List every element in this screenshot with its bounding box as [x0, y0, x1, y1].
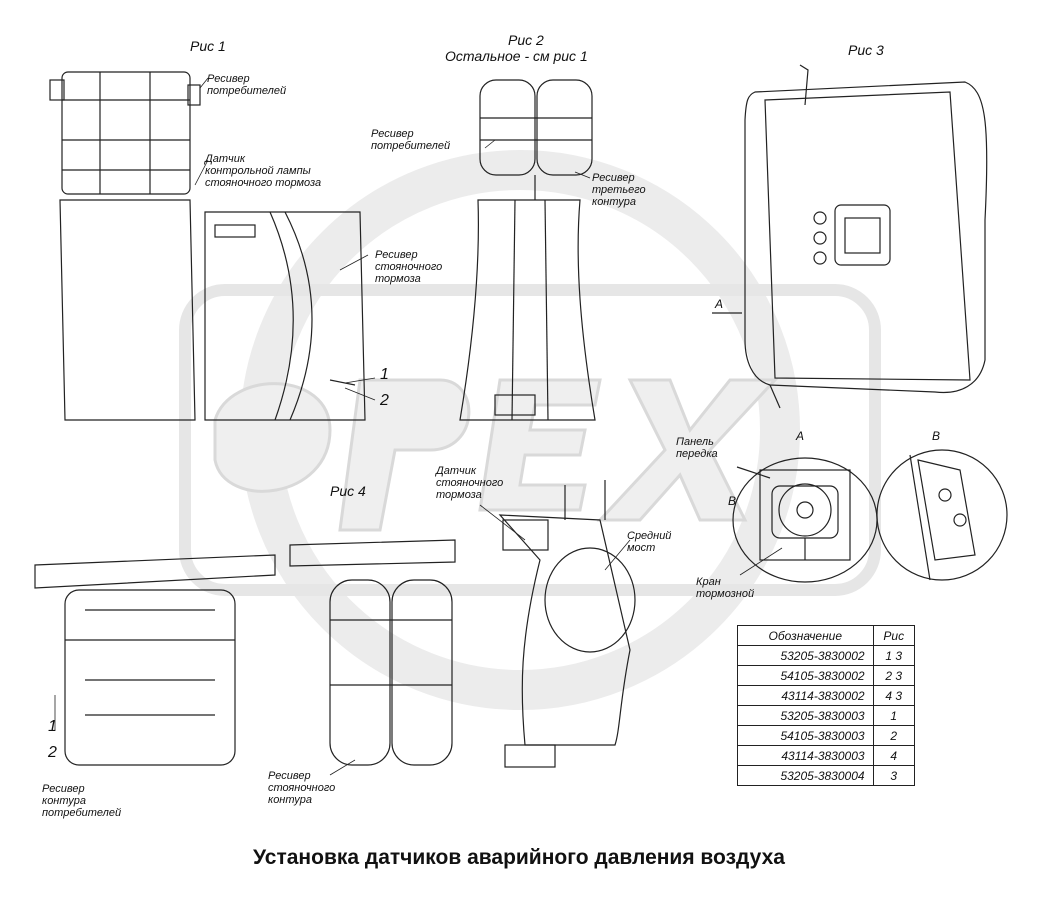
label-line: Средний [627, 530, 672, 542]
table-row: 53205-3830004 3 [737, 765, 916, 786]
label-line: Панель [676, 436, 714, 448]
label-line: потребителей [371, 140, 451, 152]
table-row: 54105-3830003 2 [737, 725, 916, 746]
label-sensor-parking: Датчик стояночного тормоза [436, 465, 503, 501]
label-middle-axle: Средний мост [627, 530, 671, 554]
table-header-fig: Рис [872, 625, 916, 646]
label-receiver-parking-circuit: Ресивер стояночного контура [268, 770, 335, 806]
fig1-caption: Рис 1 [190, 38, 226, 54]
designation-table: Обозначение Рис 53205-3830002 1 3 54105-… [737, 625, 916, 786]
label-line: Датчик [205, 153, 246, 165]
label-line: Ресивер [371, 128, 414, 140]
label-receiver-consumers-1: Ресивер потребителей [207, 73, 286, 97]
label-line: контура [42, 795, 87, 807]
label-receiver-third: Ресивер третьего контура [592, 172, 646, 208]
position-2-fig4: 2 [48, 744, 57, 761]
table-header-row: Обозначение Рис [737, 625, 916, 646]
label-brake-valve: Кран тормозной [696, 576, 754, 600]
label-line: Ресивер [42, 783, 85, 795]
table-row: 53205-3830002 1 3 [737, 645, 916, 666]
label-panel: Панель передка [676, 436, 718, 460]
label-receiver-parking: Ресивер стояночного тормоза [375, 249, 442, 285]
view-marker-b-2: В [932, 429, 941, 443]
fig2-caption: Рис 2 [508, 32, 544, 48]
label-line: Датчик [436, 465, 477, 477]
fig4-frame [34, 539, 456, 766]
table-cell: 2 3 [872, 665, 916, 686]
table-row: 54105-3830002 2 3 [737, 665, 916, 686]
label-line: контрольной лампы [205, 165, 311, 177]
label-line: Ресивер [268, 770, 311, 782]
detail-a-brake-valve [732, 457, 878, 583]
position-1-fig1: 1 [380, 366, 389, 383]
table-row: 43114-3830003 4 [737, 745, 916, 766]
fig2-note: Остальное - см рис 1 [445, 48, 588, 64]
label-line: стояночного [268, 782, 336, 794]
leader-lines [54, 77, 783, 776]
label-line: тормозной [696, 588, 755, 600]
table-cell: 54105-3830003 [737, 725, 874, 746]
detail-b [876, 449, 1008, 581]
table-cell: 1 3 [872, 645, 916, 666]
view-marker-b-1: В [728, 494, 737, 508]
table-cell: 53205-3830004 [737, 765, 874, 786]
label-line: Ресивер [375, 249, 418, 261]
table-cell: 43114-3830003 [737, 745, 874, 766]
middle-axle [498, 480, 636, 768]
label-line: стояночного [436, 477, 504, 489]
table-cell: 4 [872, 745, 916, 766]
label-line: контура [592, 196, 637, 208]
label-line: Ресивер [592, 172, 635, 184]
label-line: мост [627, 542, 656, 554]
label-receiver-consumers-2: Ресивер потребителей [371, 128, 450, 152]
label-line: стояночного тормоза [205, 177, 322, 189]
position-1-fig4: 1 [48, 718, 57, 735]
position-2-fig1: 2 [380, 392, 389, 409]
fig4-caption: Рис 4 [330, 483, 366, 499]
view-marker-a-2: А [796, 429, 805, 443]
fig3-caption: Рис 3 [848, 42, 884, 58]
table-cell: 53205-3830002 [737, 645, 874, 666]
label-line: передка [676, 448, 718, 460]
table-cell: 4 3 [872, 685, 916, 706]
label-line: тормоза [375, 273, 421, 285]
label-line: потребителей [207, 85, 287, 97]
fig3-cab-view [712, 64, 988, 409]
label-line: потребителей [42, 807, 122, 819]
label-line: третьего [592, 184, 646, 196]
label-line: стояночного [375, 261, 443, 273]
page-title: Установка датчиков аварийного давления в… [253, 846, 785, 869]
label-line: Ресивер [207, 73, 250, 85]
table-cell: 2 [872, 725, 916, 746]
table-cell: 53205-3830003 [737, 705, 874, 726]
table-cell: 1 [872, 705, 916, 726]
fig2-receivers [459, 79, 596, 421]
label-sensor-lamp: Датчик контрольной лампы стояночного тор… [205, 153, 321, 189]
table-row: 43114-3830002 4 3 [737, 685, 916, 706]
label-line: тормоза [436, 489, 482, 501]
view-marker-a-1: А [715, 297, 724, 311]
table-row: 53205-3830003 1 [737, 705, 916, 726]
table-header-designation: Обозначение [737, 625, 874, 646]
table-cell: 54105-3830002 [737, 665, 874, 686]
label-line: Кран [696, 576, 721, 588]
label-receiver-consumer-circuit: Ресивер контура потребителей [42, 783, 121, 819]
fig1-receiver-block [49, 71, 366, 421]
table-cell: 43114-3830002 [737, 685, 874, 706]
table-cell: 3 [872, 765, 916, 786]
label-line: контура [268, 794, 313, 806]
